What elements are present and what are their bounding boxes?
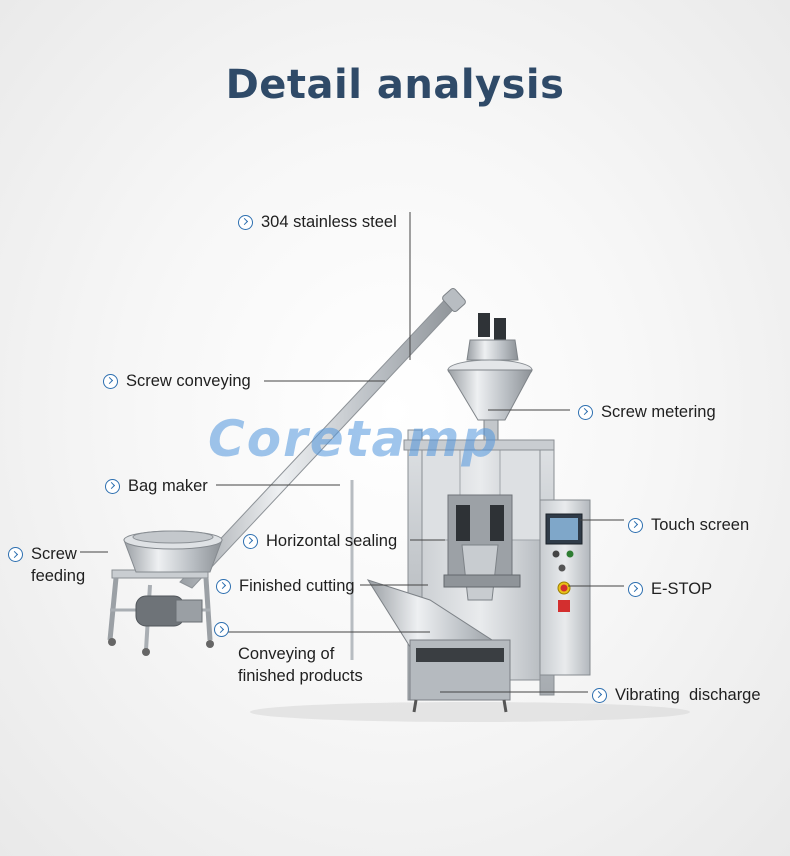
callout-label: Screw conveying	[126, 372, 251, 390]
callout-label-line2: finished products	[238, 667, 363, 686]
callout-304-stainless-steel: 304 stainless steel	[238, 211, 397, 233]
callout-label-line2: feeding	[31, 567, 86, 586]
callout-finished-cutting: Finished cutting	[216, 575, 355, 597]
leader-lines	[80, 212, 624, 693]
chevron-circle-icon	[238, 214, 253, 230]
chevron-circle-icon	[8, 547, 23, 562]
chevron-circle-icon	[214, 622, 229, 637]
callout-label: Bag maker	[128, 477, 208, 495]
callout-label-line1: Screw	[31, 545, 77, 563]
callout-label: Horizontal sealing	[266, 532, 398, 550]
callout-label-line1: Conveying of	[238, 645, 335, 663]
chevron-circle-icon	[592, 687, 607, 703]
callout-screw-metering: Screw metering	[578, 401, 716, 423]
discharge-chute	[366, 579, 511, 713]
chevron-circle-icon	[216, 578, 231, 594]
chevron-circle-icon	[628, 581, 643, 597]
auger-filler	[447, 313, 533, 443]
callout-horizontal-sealing: Horizontal sealing	[243, 530, 397, 552]
screw-conveyor-tube	[179, 287, 466, 589]
callout-label: Touch screen	[651, 516, 750, 534]
chevron-circle-icon	[103, 373, 118, 389]
control-cabinet	[539, 499, 591, 676]
callout-bag-maker: Bag maker	[105, 475, 208, 497]
callout-vibrating-discharge: Vibrating discharge	[592, 684, 761, 706]
watermark: Coretamp	[208, 410, 500, 468]
callout-label: E-STOP	[651, 580, 713, 598]
callout-conveying-finished-products: Conveying of finished products	[238, 643, 363, 688]
callout-e-stop: E-STOP	[628, 578, 712, 600]
callout-label: Vibrating discharge	[615, 686, 761, 704]
callout-touch-screen: Touch screen	[628, 514, 749, 536]
callout-label: Screw metering	[601, 403, 716, 421]
callout-label: 304 stainless steel	[261, 213, 397, 231]
callout-conveying-icon-row	[214, 622, 237, 637]
chevron-circle-icon	[105, 478, 120, 494]
callout-screw-feeding: Screw feeding	[8, 543, 85, 588]
chevron-circle-icon	[578, 404, 593, 420]
chevron-circle-icon	[628, 517, 643, 533]
page-title: Detail analysis	[225, 62, 565, 108]
screw-feeding-hopper	[107, 530, 223, 656]
chevron-circle-icon	[243, 533, 258, 549]
callout-screw-conveying: Screw conveying	[103, 370, 251, 392]
callout-label: Finished cutting	[239, 577, 355, 595]
